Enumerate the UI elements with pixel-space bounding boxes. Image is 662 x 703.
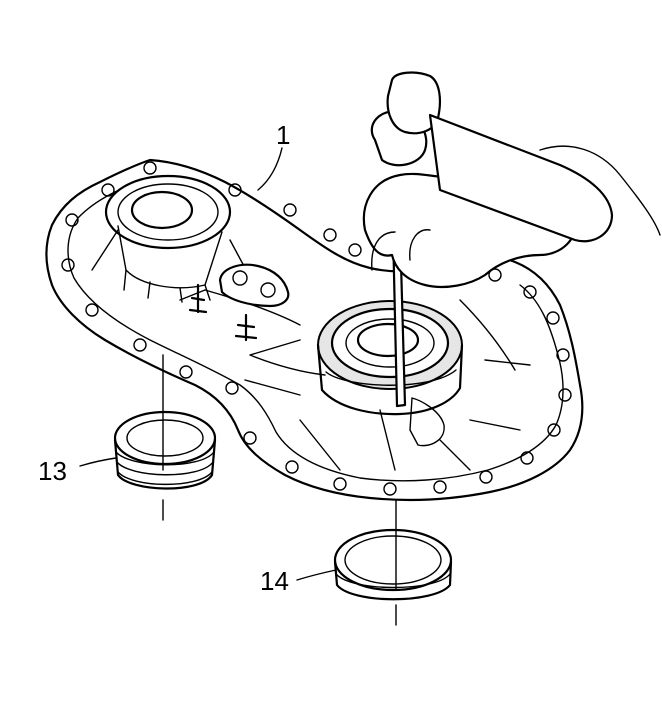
hammer (386, 71, 661, 243)
oil-pump-cover (218, 263, 290, 308)
stud-left (188, 283, 208, 314)
rear-output-bearing (316, 300, 464, 447)
callout-13: 13 (38, 456, 67, 486)
alignment-centerlines (162, 354, 397, 626)
front-output-seal (113, 410, 217, 490)
callout-14: 14 (260, 566, 289, 596)
front-output-bearing (91, 174, 246, 303)
stud-right (234, 313, 258, 342)
flange-bolt-holes (61, 161, 572, 496)
rear-output-seal (333, 528, 453, 601)
leader-lines (79, 147, 337, 581)
callout-1: 1 (276, 120, 290, 150)
